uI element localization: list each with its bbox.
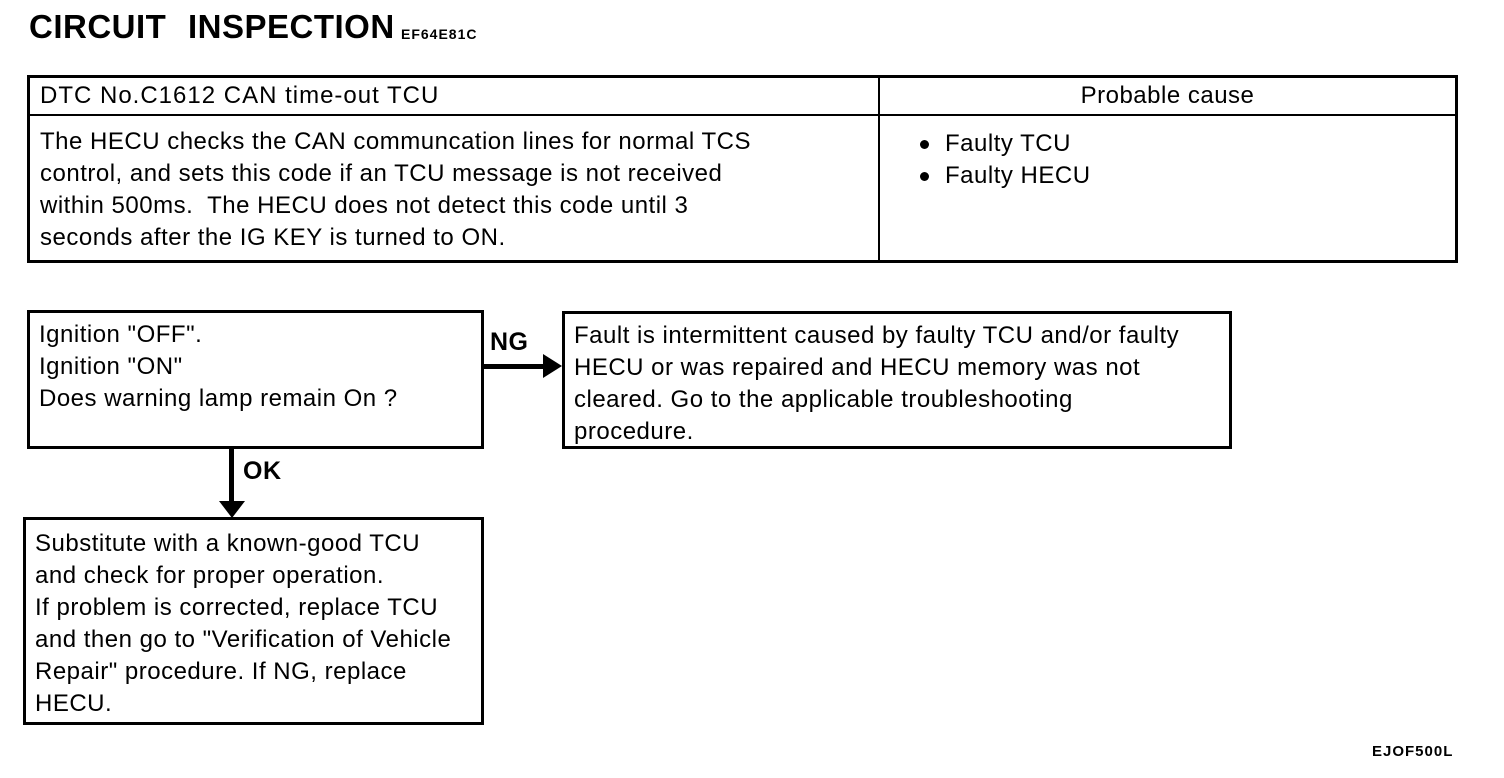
probable-cause-list: Faulty TCU Faulty HECU — [880, 116, 1455, 260]
bullet-icon — [920, 139, 929, 149]
page-reference-code: EJOF500L — [1372, 743, 1454, 760]
ng-arrow-head-icon — [543, 354, 562, 378]
dtc-table: DTC No.C1612 CAN time-out TCU Probable c… — [27, 75, 1458, 263]
probable-cause-text: Faulty TCU — [945, 130, 1071, 157]
bullet-icon — [920, 171, 929, 181]
flowchart-ok-result-box: Substitute with a known-good TCU and che… — [23, 517, 484, 725]
flowchart-check-step-box: Ignition "OFF". Ignition "ON" Does warni… — [27, 310, 484, 449]
flowchart-ng-label: NG — [490, 328, 529, 356]
probable-cause-header-cell: Probable cause — [880, 78, 1455, 116]
probable-cause-item: Faulty HECU — [880, 160, 1455, 192]
ok-arrow-line — [229, 447, 234, 504]
flowchart-ng-result-box: Fault is intermittent caused by faulty T… — [562, 311, 1232, 449]
probable-cause-item: Faulty TCU — [880, 128, 1455, 160]
dtc-header-cell: DTC No.C1612 CAN time-out TCU — [30, 78, 880, 116]
ng-arrow-line — [483, 364, 547, 369]
ok-arrow-head-icon — [219, 501, 245, 518]
section-reference-code: EF64E81C — [401, 26, 478, 42]
probable-cause-text: Faulty HECU — [945, 162, 1091, 189]
page-title: CIRCUIT INSPECTION — [29, 8, 395, 45]
dtc-description-cell: The HECU checks the CAN communcation lin… — [30, 116, 880, 260]
flowchart-ok-label: OK — [243, 457, 282, 485]
